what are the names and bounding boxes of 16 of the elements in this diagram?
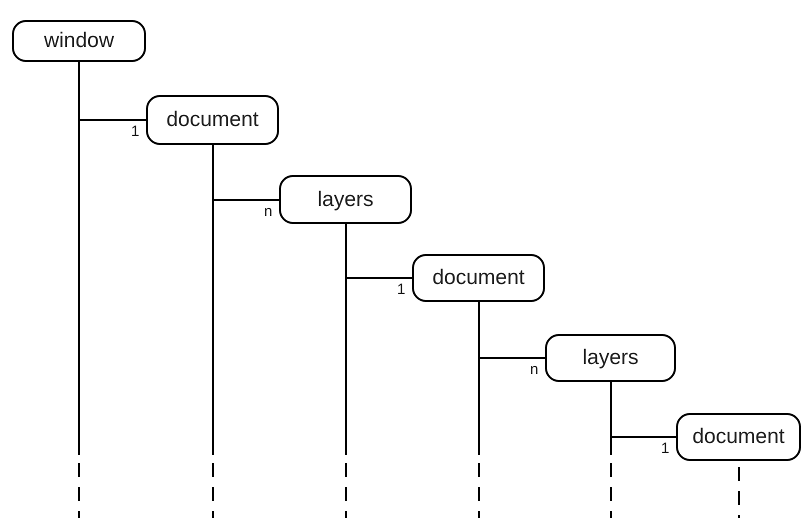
connector-line <box>345 224 347 518</box>
node-label: layers <box>582 346 639 370</box>
node-label: document <box>166 108 259 132</box>
rounded-box <box>545 334 676 382</box>
rounded-box <box>676 413 801 461</box>
node-label: document <box>692 425 785 449</box>
node-label: document <box>432 266 525 290</box>
connector-line <box>610 382 612 518</box>
rounded-box <box>146 95 279 145</box>
rounded-box <box>412 254 545 302</box>
connector-line <box>478 302 480 518</box>
connector-line <box>212 145 214 518</box>
rounded-box <box>279 175 412 224</box>
node-label: window <box>44 29 114 53</box>
rounded-box <box>12 20 146 62</box>
node-label: layers <box>317 188 374 212</box>
